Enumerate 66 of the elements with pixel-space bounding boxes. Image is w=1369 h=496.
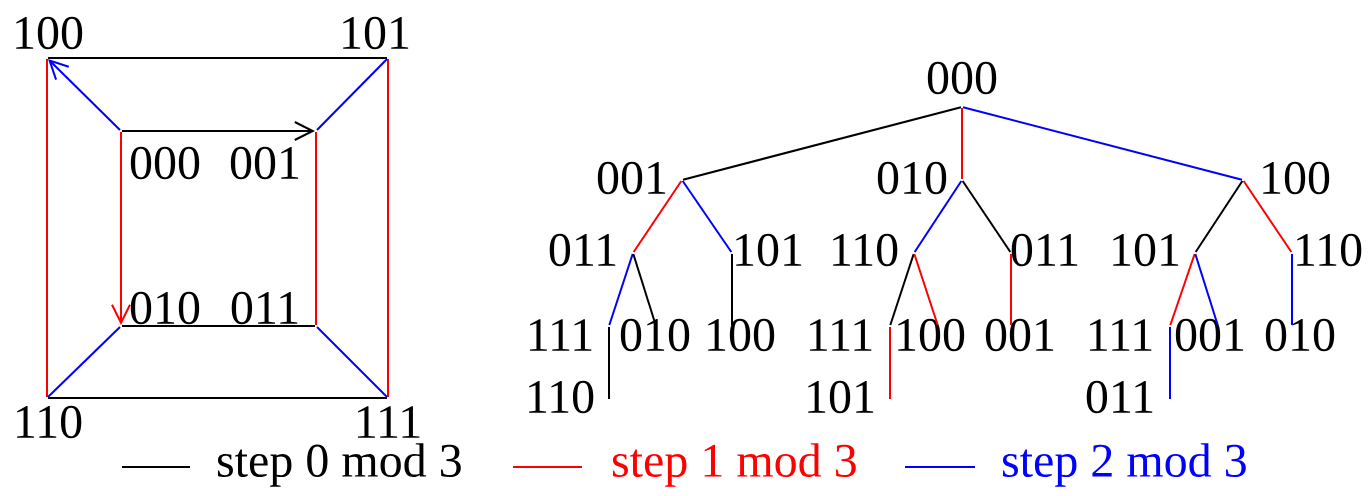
vertex-label: 101 (808, 380, 874, 414)
vertex-label: 110 (1297, 233, 1362, 267)
edge-line (387, 58, 389, 398)
edge-line (1169, 326, 1171, 400)
edge-line (889, 326, 891, 400)
edge-line (1169, 253, 1196, 326)
edge-line (962, 106, 1243, 181)
vertex-label: 001 (985, 318, 1054, 352)
vertex-label: 011 (549, 233, 616, 267)
edge-line (889, 253, 915, 326)
vertex-label: 011 (1086, 380, 1153, 414)
vertex-label: 010 (877, 161, 947, 195)
vertex-label: 101 (736, 233, 802, 267)
vertex-label: 111 (1090, 319, 1152, 351)
vertex-label: 010 (1265, 318, 1335, 352)
vertex-label: 010 (620, 318, 690, 352)
edge-line (961, 180, 1012, 253)
edge-line (608, 253, 634, 326)
edge-line (731, 253, 733, 326)
vertex-label: 001 (1175, 318, 1244, 352)
vertex-label: 001 (597, 161, 666, 195)
edge-line (47, 326, 121, 399)
edge-line (682, 106, 962, 181)
arrow (121, 121, 315, 141)
vertex-label: 111 (810, 319, 872, 351)
vertex-label: 000 (130, 146, 200, 180)
edge-line (632, 253, 657, 326)
edge-line (1242, 180, 1293, 253)
edge-line (913, 180, 963, 253)
legend-text: step 0 mod 3 (218, 443, 461, 487)
vertex-label: 100 (898, 318, 965, 352)
vertex-label: 110 (529, 380, 594, 414)
vertex-label: 011 (231, 291, 298, 325)
edge-line (632, 180, 683, 253)
edge-line (1194, 180, 1244, 253)
edge-line (1010, 253, 1012, 326)
arrow (111, 131, 131, 325)
vertex-label: 110 (17, 405, 82, 439)
vertex-label: 111 (358, 406, 420, 438)
edge-line (913, 253, 939, 326)
edge-line (608, 326, 610, 400)
edge-line (1194, 253, 1219, 326)
edge-line (681, 180, 733, 253)
arrow (48, 59, 121, 131)
edge-line (316, 326, 388, 398)
edge-line (315, 131, 317, 326)
vertex-label: 001 (230, 146, 299, 180)
edge-line (47, 57, 388, 59)
vertex-label: 100 (1263, 161, 1330, 195)
vertex-label: 010 (130, 291, 200, 325)
vertex-label: 101 (343, 16, 409, 50)
edge-line (47, 397, 388, 399)
vertex-label: 101 (1113, 233, 1179, 267)
vertex-label: 011 (1011, 233, 1078, 267)
legend-text: step 2 mod 3 (1003, 443, 1246, 487)
edge-line (961, 107, 963, 180)
vertex-label: 100 (16, 16, 83, 50)
vertex-label: 111 (530, 319, 592, 351)
vertex-label: 100 (708, 318, 775, 352)
edge-line (1291, 253, 1293, 326)
vertex-label: 110 (833, 233, 898, 267)
edge-line (316, 58, 388, 131)
edge-line (121, 325, 316, 327)
vertex-label: 000 (927, 61, 997, 95)
edge-line (46, 58, 48, 398)
legend-text: step 1 mod 3 (613, 443, 856, 487)
